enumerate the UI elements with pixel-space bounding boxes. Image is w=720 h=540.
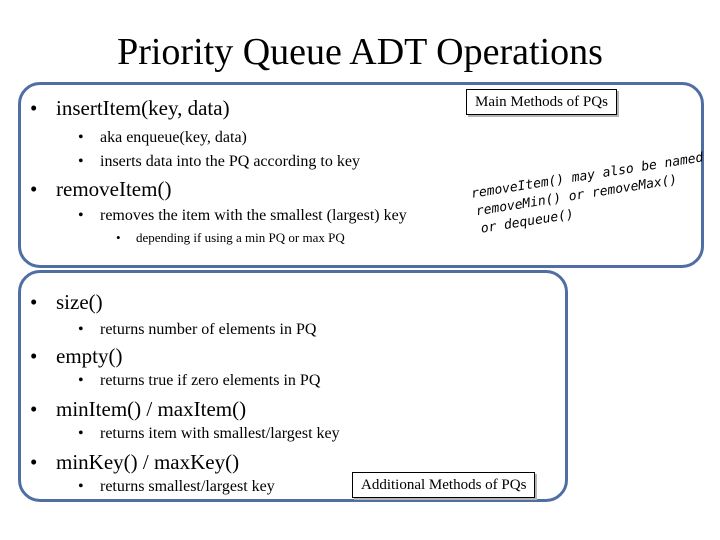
bullet-min-max-item: minItem() / maxItem() xyxy=(30,397,246,421)
bullet-remove-item: removeItem() xyxy=(30,177,171,201)
additional-methods-label: Additional Methods of PQs xyxy=(352,472,536,498)
main-methods-label: Main Methods of PQs xyxy=(466,89,617,115)
sub-bullet-empty: returns true if zero elements in PQ xyxy=(78,371,320,391)
sub-bullet-inserts-data: inserts data into the PQ according to ke… xyxy=(78,152,360,172)
sub-bullet-min-max-item: returns item with smallest/largest key xyxy=(78,424,340,444)
sub-bullet-size: returns number of elements in PQ xyxy=(78,320,316,340)
sub-bullet-aka-enqueue: aka enqueue(key, data) xyxy=(78,128,247,148)
bullet-insert-item: insertItem(key, data) xyxy=(30,96,230,120)
additional-methods-box xyxy=(18,270,568,502)
bullet-empty: empty() xyxy=(30,344,122,368)
bullet-min-max-key: minKey() / maxKey() xyxy=(30,450,239,474)
bullet-size: size() xyxy=(30,290,103,314)
slide-title: Priority Queue ADT Operations xyxy=(117,31,603,73)
main-methods-box xyxy=(18,82,704,268)
sub-sub-bullet-min-max: depending if using a min PQ or max PQ xyxy=(116,230,345,246)
sub-bullet-removes-item: removes the item with the smallest (larg… xyxy=(78,206,407,226)
sub-bullet-min-max-key: returns smallest/largest key xyxy=(78,477,275,497)
